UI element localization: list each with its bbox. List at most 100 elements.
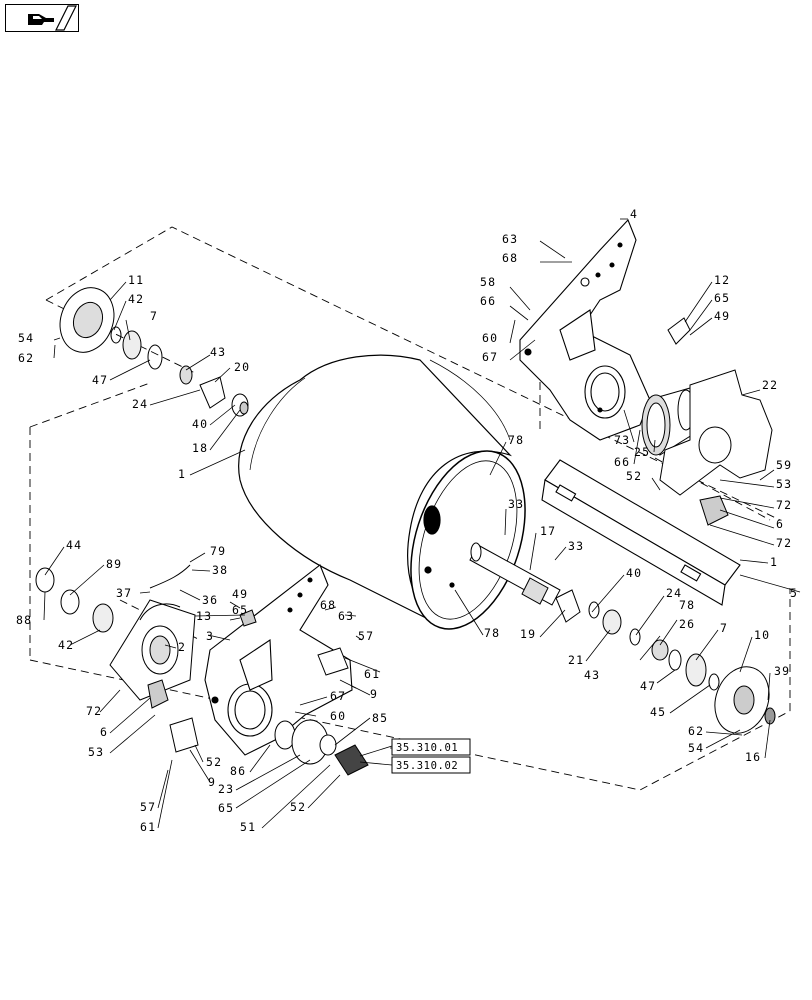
callout-label[interactable]: 65	[714, 291, 730, 305]
callout-label[interactable]: 42	[58, 638, 74, 652]
callout-label[interactable]: 24	[132, 397, 148, 411]
callout-label[interactable]: 57	[358, 629, 374, 643]
callout-label[interactable]: 61	[140, 820, 156, 834]
callout-label[interactable]: 24	[666, 586, 682, 600]
navigation-button[interactable]	[5, 4, 79, 32]
callout-label[interactable]: 59	[776, 458, 792, 472]
callout-label[interactable]: 45	[650, 705, 666, 719]
callout-label[interactable]: 1	[178, 467, 186, 481]
callout-label[interactable]: 18	[192, 441, 208, 455]
callout-label[interactable]: 73	[614, 433, 630, 447]
callout-label[interactable]: 6	[100, 725, 108, 739]
callout-label[interactable]: 79	[210, 544, 226, 558]
callout-label[interactable]: 21	[568, 653, 584, 667]
callout-label[interactable]: 6	[776, 517, 784, 531]
callout-label[interactable]: 23	[218, 782, 234, 796]
callout-label[interactable]: 66	[480, 294, 496, 308]
mount-plate	[659, 369, 773, 496]
left-flange	[59, 287, 115, 353]
reference-link-2[interactable]: 35.310.02	[396, 760, 458, 772]
reference-link-1[interactable]: 35.310.01	[396, 742, 458, 754]
callout-label[interactable]: 3	[206, 629, 214, 643]
callout-label[interactable]: 11	[128, 273, 144, 287]
reference-box-1[interactable]	[391, 738, 471, 756]
callout-label[interactable]: 88	[16, 613, 32, 627]
callout-label[interactable]: 72	[776, 536, 792, 550]
shaft-part	[469, 542, 561, 606]
callout-label[interactable]: 1	[770, 555, 778, 569]
callout-label[interactable]: 61	[364, 667, 380, 681]
callout-label[interactable]: 16	[745, 750, 761, 764]
callout-label[interactable]: 7	[720, 621, 728, 635]
callout-label[interactable]: 39	[774, 664, 790, 678]
callout-label[interactable]: 44	[66, 538, 82, 552]
callout-label[interactable]: 7	[150, 309, 158, 323]
callout-label[interactable]: 63	[338, 609, 354, 623]
callout-label[interactable]: 67	[482, 350, 498, 364]
callout-label[interactable]: 9	[370, 687, 378, 701]
callout-label[interactable]: 57	[140, 800, 156, 814]
callout-label[interactable]: 42	[128, 292, 144, 306]
callout-label[interactable]: 63	[502, 232, 518, 246]
side-frame-right	[519, 218, 651, 441]
callout-label[interactable]: 58	[480, 275, 496, 289]
callout-label[interactable]: 26	[679, 617, 695, 631]
callout-label[interactable]: 20	[234, 360, 250, 374]
callout-label[interactable]: 12	[714, 273, 730, 287]
bracket-12	[667, 317, 691, 345]
callout-label[interactable]: 25	[634, 445, 650, 459]
callout-label[interactable]: 60	[330, 709, 346, 723]
callout-label[interactable]: 65	[218, 801, 234, 815]
callout-label[interactable]: 72	[776, 498, 792, 512]
callout-label[interactable]: 54	[18, 331, 34, 345]
callout-label[interactable]: 60	[482, 331, 498, 345]
callout-label[interactable]: 72	[86, 704, 102, 718]
callout-label[interactable]: 68	[320, 598, 336, 612]
callout-label[interactable]: 2	[178, 640, 186, 654]
callout-label[interactable]: 10	[754, 628, 770, 642]
callout-label[interactable]: 68	[502, 251, 518, 265]
callout-label[interactable]: 54	[688, 741, 704, 755]
callout-label[interactable]: 65	[232, 603, 248, 617]
callout-label[interactable]: 40	[192, 417, 208, 431]
callout-label[interactable]: 53	[88, 745, 104, 759]
callout-label[interactable]: 66	[614, 455, 630, 469]
callout-label[interactable]: 13	[196, 609, 212, 623]
callout-label[interactable]: 37	[116, 586, 132, 600]
cross-beam	[541, 459, 741, 606]
callout-label[interactable]: 4	[630, 207, 638, 221]
callout-label[interactable]: 51	[240, 820, 256, 834]
callout-label[interactable]: 17	[540, 524, 556, 538]
callout-label[interactable]: 36	[202, 593, 218, 607]
callout-label[interactable]: 78	[679, 598, 695, 612]
callout-label[interactable]: 33	[568, 539, 584, 553]
callout-label[interactable]: 40	[626, 566, 642, 580]
callout-label[interactable]: 62	[18, 351, 34, 365]
callout-label[interactable]: 67	[330, 689, 346, 703]
callout-label[interactable]: 86	[230, 764, 246, 778]
leader-lines	[43, 218, 801, 829]
callout-label[interactable]: 89	[106, 557, 122, 571]
callout-label[interactable]: 43	[210, 345, 226, 359]
callout-label[interactable]: 49	[232, 587, 248, 601]
callout-label[interactable]: 5	[790, 586, 798, 600]
callout-label[interactable]: 43	[584, 668, 600, 682]
callout-label[interactable]: 52	[626, 469, 642, 483]
callout-label[interactable]: 78	[484, 626, 500, 640]
callout-label[interactable]: 85	[372, 711, 388, 725]
callout-label[interactable]: 47	[92, 373, 108, 387]
callout-label[interactable]: 52	[290, 800, 306, 814]
callout-label[interactable]: 78	[508, 433, 524, 447]
reference-box-2[interactable]	[391, 756, 471, 774]
callout-label[interactable]: 19	[520, 627, 536, 641]
right-flange	[714, 666, 776, 734]
callout-label[interactable]: 47	[640, 679, 656, 693]
callout-label[interactable]: 33	[508, 497, 524, 511]
callout-label[interactable]: 49	[714, 309, 730, 323]
callout-label[interactable]: 38	[212, 563, 228, 577]
callout-label[interactable]: 53	[776, 477, 792, 491]
callout-label[interactable]: 9	[208, 775, 216, 789]
callout-label[interactable]: 62	[688, 724, 704, 738]
callout-label[interactable]: 52	[206, 755, 222, 769]
callout-label[interactable]: 22	[762, 378, 778, 392]
